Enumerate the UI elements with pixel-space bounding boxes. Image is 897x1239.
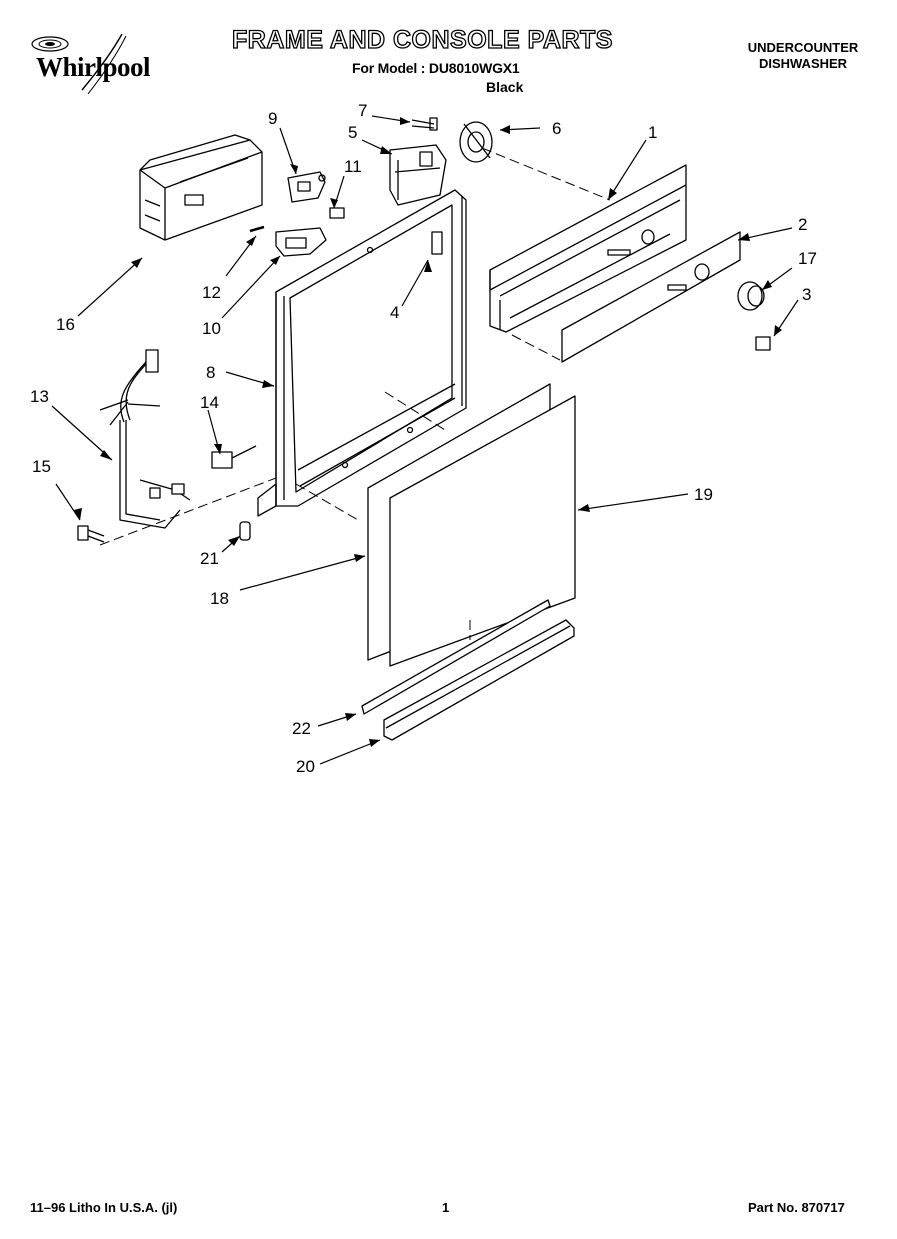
part-3-button	[755, 336, 771, 351]
callout-20: 20	[296, 757, 315, 776]
part-12-spring	[249, 225, 265, 233]
logo-swirl-icon	[31, 33, 127, 95]
part-10-bracket	[275, 227, 327, 257]
page-number: 1	[442, 1200, 450, 1215]
part-19-panel	[389, 395, 576, 667]
part-14-switch	[211, 445, 257, 469]
callout-2: 2	[798, 215, 807, 234]
part-9-switch	[287, 171, 326, 203]
callout-14: 14	[200, 393, 219, 412]
part-16-module	[139, 134, 263, 241]
callout-19: 19	[694, 485, 713, 504]
part-6-dial	[459, 121, 493, 163]
part-11-clip	[329, 207, 345, 219]
callout-7: 7	[358, 101, 367, 120]
callout-8: 8	[206, 363, 215, 382]
part-15-screw	[77, 525, 105, 543]
part-number: Part No. 870717	[748, 1200, 845, 1215]
product-line-1: UNDERCOUNTER	[747, 40, 859, 55]
callout-21: 21	[200, 549, 219, 568]
part-7-screw	[411, 117, 438, 131]
litho-note: 11–96 Litho In U.S.A. (jl)	[30, 1200, 178, 1215]
callout-18: 18	[210, 589, 229, 608]
part-1-console	[489, 164, 687, 333]
callout-11: 11	[344, 157, 362, 176]
callout-17: 17	[798, 249, 817, 268]
callout-3: 3	[802, 285, 811, 304]
part-21-clip	[239, 521, 251, 541]
part-5-timer	[389, 144, 447, 206]
callout-16: 16	[56, 315, 75, 334]
part-13-harness	[99, 349, 191, 529]
callout-1: 1	[648, 123, 657, 142]
color-line: Black	[486, 79, 524, 95]
model-line: For Model : DU8010WGX1	[352, 60, 520, 76]
brand-logo: Whirlpool	[22, 32, 182, 106]
callout-13: 13	[30, 387, 49, 406]
callout-22: 22	[292, 719, 311, 738]
callout-6: 6	[552, 119, 561, 138]
callout-10: 10	[202, 319, 221, 338]
callout-4: 4	[390, 303, 399, 322]
product-type: UNDERCOUNTER DISHWASHER	[738, 40, 868, 72]
callout-12: 12	[202, 283, 221, 302]
part-8-door-frame	[257, 189, 467, 517]
callout-5: 5	[348, 123, 357, 142]
product-line-2: DISHWASHER	[758, 56, 848, 71]
page-title: FRAME AND CONSOLE PARTS	[231, 25, 613, 54]
part-22-strip	[361, 599, 551, 715]
callout-9: 9	[268, 109, 277, 128]
part-20-trim	[383, 619, 575, 741]
callout-15: 15	[32, 457, 51, 476]
part-2-overlay	[561, 231, 741, 363]
brand-name: Whirlpool	[36, 52, 151, 82]
part-17-knob	[737, 281, 765, 311]
